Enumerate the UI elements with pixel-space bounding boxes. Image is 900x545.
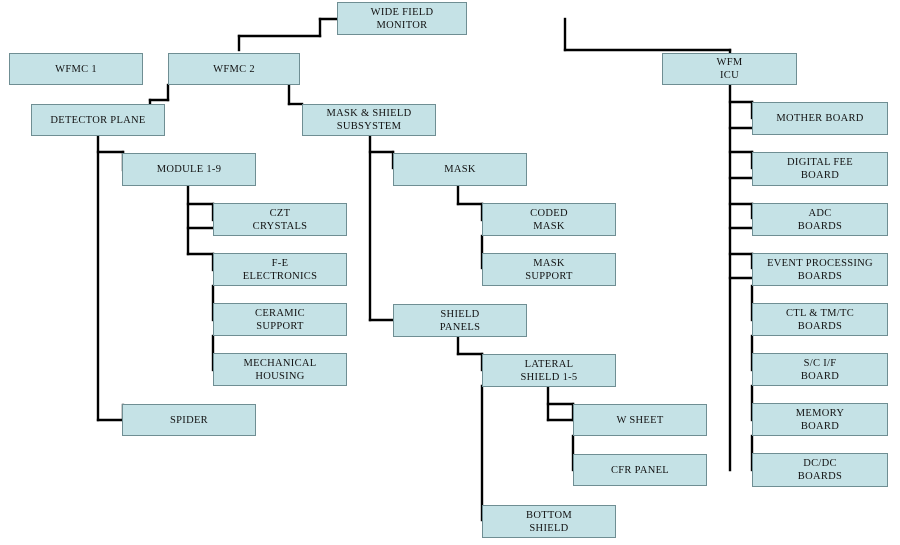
node-wfmc-1: WFMC 1 xyxy=(9,53,143,85)
node-cfr-panel: CFR PANEL xyxy=(573,454,707,486)
node-label: W SHEET xyxy=(616,414,664,426)
node-label: CFR PANEL xyxy=(610,464,670,476)
node-label: EVENT PROCESSING BOARDS xyxy=(767,257,873,282)
node-label: MODULE 1-9 xyxy=(156,164,222,175)
node-label: WFM ICU xyxy=(716,57,743,81)
node-mechanical-housing: MECHANICAL HOUSING xyxy=(213,353,347,386)
node-label: BOTTOM SHIELD xyxy=(526,509,572,534)
node-wide-field-monitor: WIDE FIELD MONITOR xyxy=(337,2,467,35)
node-label: LATERAL SHIELD 1-5 xyxy=(520,358,578,383)
node-mask-support: MASK SUPPORT xyxy=(482,253,616,286)
node-lateral-shield: LATERAL SHIELD 1-5 xyxy=(482,354,616,387)
node-label: MASK xyxy=(444,164,476,175)
node-label: SPIDER xyxy=(170,414,208,426)
node-czt-crystals: CZT CRYSTALS xyxy=(213,203,347,236)
node-label: WFMC 2 xyxy=(213,63,255,75)
node-label: MOTHER BOARD xyxy=(776,113,864,124)
node-bottom-shield: BOTTOM SHIELD xyxy=(482,505,616,538)
node-adc-boards: ADC BOARDS xyxy=(752,203,888,236)
node-mother-board: MOTHER BOARD xyxy=(752,102,888,135)
node-detector-plane: DETECTOR PLANE xyxy=(31,104,165,136)
node-spider: SPIDER xyxy=(122,404,256,436)
node-shield-panels: SHIELD PANELS xyxy=(393,304,527,337)
node-mask: MASK xyxy=(393,153,527,186)
node-module-1-9: MODULE 1-9 xyxy=(122,153,256,186)
node-wfmc-2: WFMC 2 xyxy=(168,53,300,85)
node-label: CTL & TM/TC BOARDS xyxy=(785,307,855,332)
node-label: ADC BOARDS xyxy=(797,207,843,232)
node-label: MEMORY BOARD xyxy=(795,407,845,432)
node-mask-shield-subsystem: MASK & SHIELD SUBSYSTEM xyxy=(302,104,436,136)
node-label: MASK SUPPORT xyxy=(525,257,573,282)
node-label: MASK & SHIELD SUBSYSTEM xyxy=(326,108,412,132)
node-sc-if-board: S/C I/F BOARD xyxy=(752,353,888,386)
node-label: MECHANICAL HOUSING xyxy=(243,357,317,382)
node-fe-electronics: F-E ELECTRONICS xyxy=(213,253,347,286)
node-label: DC/DC BOARDS xyxy=(797,458,843,482)
node-ceramic-support: CERAMIC SUPPORT xyxy=(213,303,347,336)
node-label: SHIELD PANELS xyxy=(439,308,481,333)
node-label: DETECTOR PLANE xyxy=(50,114,146,126)
node-dcdc-boards: DC/DC BOARDS xyxy=(752,453,888,487)
node-digital-fee-board: DIGITAL FEE BOARD xyxy=(752,152,888,186)
node-label: CERAMIC SUPPORT xyxy=(255,307,305,332)
node-label: CZT CRYSTALS xyxy=(252,207,308,232)
node-memory-board: MEMORY BOARD xyxy=(752,403,888,436)
node-label: WFMC 1 xyxy=(55,63,97,75)
node-label: CODED MASK xyxy=(530,207,568,232)
node-w-sheet: W SHEET xyxy=(573,404,707,436)
node-event-processing-boards: EVENT PROCESSING BOARDS xyxy=(752,253,888,286)
node-label: DIGITAL FEE BOARD xyxy=(787,157,853,181)
node-label: F-E ELECTRONICS xyxy=(242,257,318,282)
node-coded-mask: CODED MASK xyxy=(482,203,616,236)
node-ctl-tmtc-boards: CTL & TM/TC BOARDS xyxy=(752,303,888,336)
node-label: S/C I/F BOARD xyxy=(800,357,840,382)
node-label: WIDE FIELD MONITOR xyxy=(370,6,434,31)
node-wfm-icu: WFM ICU xyxy=(662,53,797,85)
